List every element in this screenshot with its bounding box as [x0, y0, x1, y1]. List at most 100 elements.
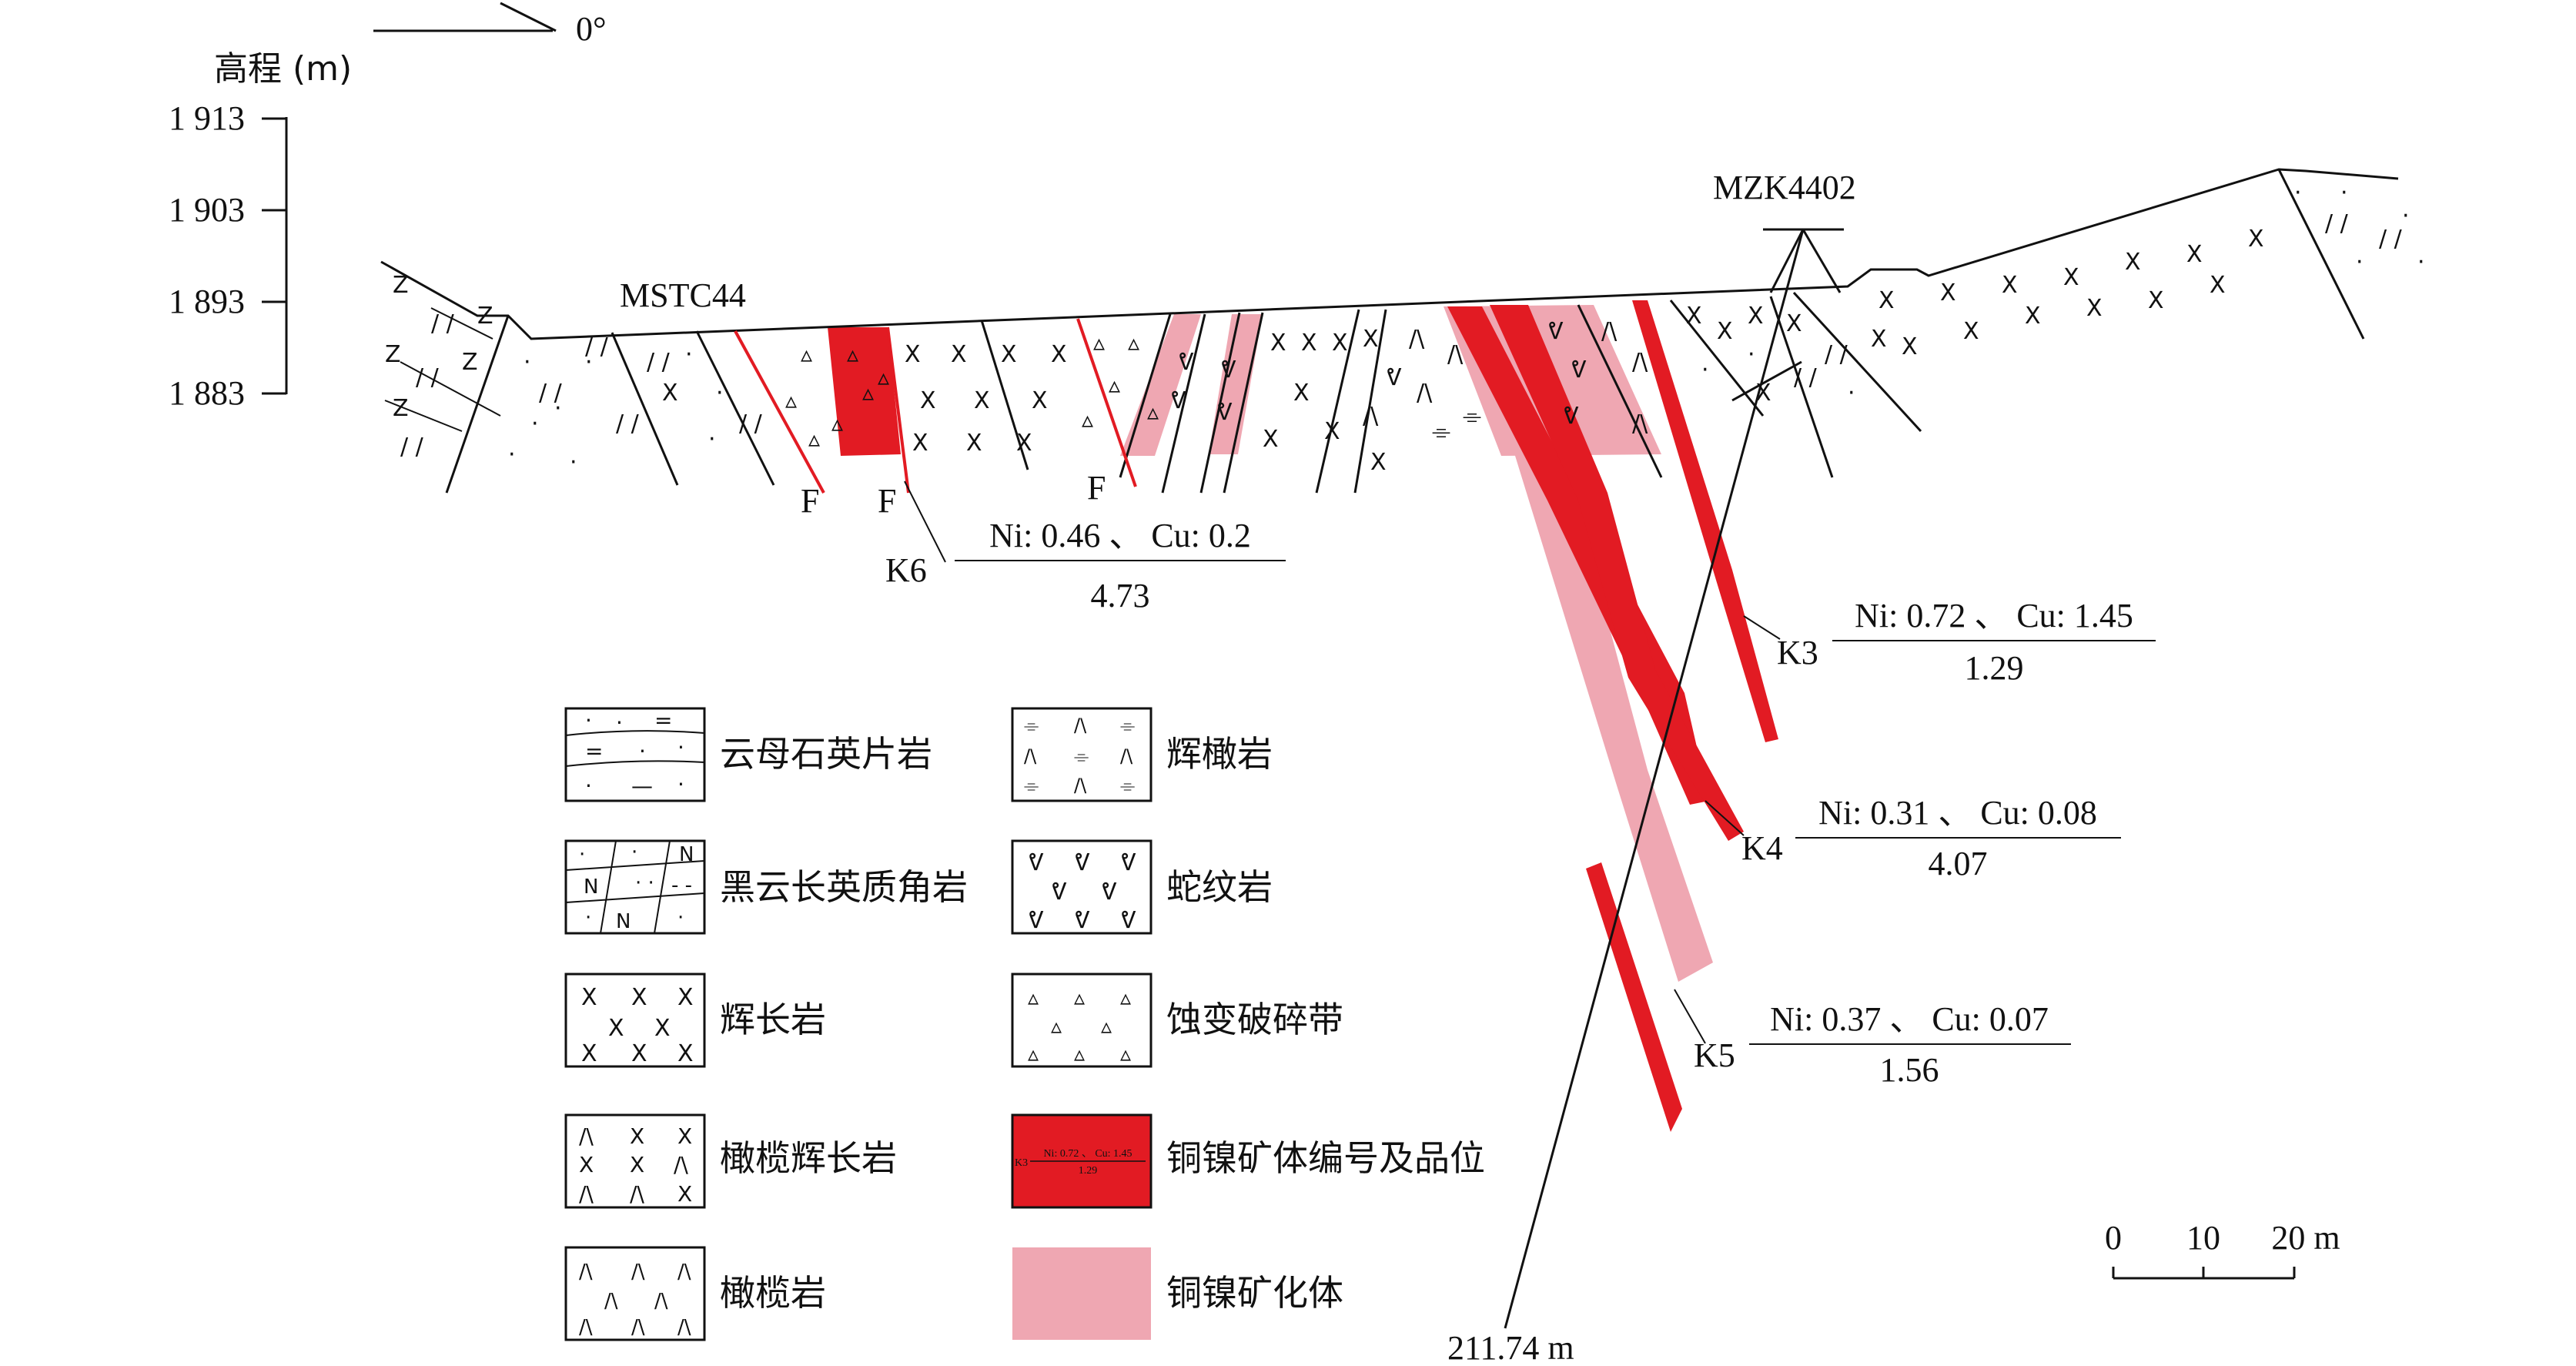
- svg-text:/\: /\: [1632, 349, 1648, 376]
- svg-text:·: ·: [585, 773, 592, 799]
- north-arrow: 0°: [373, 2, 607, 48]
- svg-text:ᕓ: ᕓ: [1386, 364, 1402, 391]
- svg-text:/\: /\: [579, 1181, 594, 1207]
- scale-bar: 0 10 20 m: [2105, 1219, 2340, 1280]
- svg-text:/\: /\: [1632, 410, 1648, 437]
- legend-item-dunite: ⌯/\⌯/\⌯/\⌯/\⌯ 辉橄岩: [1011, 707, 1273, 802]
- orebody-grade: Ni: 0.46 、 Cu: 0.2: [989, 517, 1251, 554]
- orebody-thickness: 1.56: [1880, 1051, 1939, 1089]
- legend-label: 云母石英片岩: [720, 733, 932, 775]
- svg-text:X: X: [912, 430, 928, 457]
- svg-text:⌯: ⌯: [1432, 418, 1450, 445]
- elevation-tick-label: 1 913: [169, 99, 245, 137]
- svg-text:·: ·: [716, 380, 724, 407]
- svg-text:/\: /\: [674, 1152, 688, 1177]
- svg-text:=: =: [654, 708, 672, 733]
- legend-item-mica-quartz-schist: ··==···—· 云母石英片岩: [564, 707, 932, 802]
- svg-text:/\: /\: [579, 1123, 594, 1149]
- legend-label: 橄榄岩: [720, 1272, 826, 1314]
- svg-text:▵: ▵: [1028, 985, 1039, 1010]
- svg-text:X: X: [1032, 387, 1048, 414]
- legend-label: 黑云长英质角岩: [720, 866, 968, 908]
- fault-label: F: [878, 482, 896, 520]
- svg-text:X: X: [2148, 287, 2164, 314]
- orebody-k5: [1586, 862, 1682, 1132]
- svg-text:X: X: [2063, 264, 2079, 291]
- north-label: 0°: [576, 10, 607, 48]
- section-end-boundary: [2277, 169, 2365, 340]
- orebody-id: K3: [1777, 634, 1818, 671]
- svg-text:▵: ▵: [1128, 330, 1139, 357]
- legend-label: 蛇纹岩: [1166, 866, 1273, 908]
- svg-text:·: ·: [508, 441, 516, 468]
- svg-text:ᕓ: ᕓ: [1178, 349, 1194, 376]
- legend-label: 橄榄辉长岩: [720, 1137, 897, 1179]
- fault-label: F: [801, 482, 819, 520]
- svg-text:·: ·: [1701, 357, 1709, 383]
- svg-text:ᕓ: ᕓ: [1028, 849, 1044, 876]
- svg-text:/ /: / /: [616, 410, 640, 437]
- svg-text:X: X: [677, 1123, 692, 1149]
- svg-text:/ /: / /: [1825, 341, 1848, 368]
- svg-text:X: X: [631, 1040, 647, 1067]
- svg-text:·: ·: [2417, 249, 2425, 276]
- svg-text:▵: ▵: [1120, 985, 1131, 1010]
- trench-label: MSTC44: [620, 276, 746, 314]
- legend-swatch: [1012, 1247, 1151, 1340]
- svg-text:⌯: ⌯: [1024, 715, 1039, 736]
- mineralized-body: [1209, 314, 1263, 454]
- svg-text:/ /: / /: [2325, 210, 2349, 237]
- mineralized-body: [1120, 314, 1201, 456]
- svg-text:▵: ▵: [801, 341, 812, 368]
- svg-text:N: N: [679, 843, 694, 866]
- orebody-id: K4: [1741, 829, 1783, 867]
- elevation-tick-label: 1 903: [169, 191, 245, 229]
- fault-label: F: [1087, 469, 1106, 507]
- svg-text:·: ·: [2356, 249, 2364, 276]
- svg-text:/ /: / /: [539, 380, 563, 407]
- legend: ··==···—· 云母石英片岩 ··NN· ·- -·N· 黑云长英质角岩 X…: [564, 707, 1485, 1341]
- legend-label: 蚀变破碎带: [1166, 999, 1343, 1040]
- svg-text:ᕓ: ᕓ: [1216, 399, 1233, 426]
- svg-text:X: X: [630, 1123, 644, 1149]
- svg-text:ᕓ: ᕓ: [1220, 357, 1236, 383]
- elevation-title: 高程 (m): [214, 49, 352, 89]
- svg-text:▵: ▵: [1109, 372, 1120, 399]
- svg-text:X: X: [1717, 318, 1733, 345]
- svg-text:/\: /\: [579, 1316, 593, 1339]
- svg-text:▵: ▵: [1074, 985, 1085, 1010]
- legend-sample-id: K3: [1015, 1157, 1028, 1169]
- svg-text:▵: ▵: [1101, 1013, 1112, 1039]
- faults: F F F: [734, 318, 1137, 520]
- svg-text:X: X: [1016, 430, 1032, 457]
- drill-hole: MZK4402 211.74 m: [1447, 169, 1856, 1366]
- leader-line: [1705, 800, 1745, 836]
- svg-text:X: X: [1871, 326, 1887, 353]
- svg-text:X: X: [581, 984, 597, 1011]
- svg-text:X: X: [1324, 418, 1340, 445]
- svg-text:▵: ▵: [831, 410, 843, 437]
- lithologic-boundaries: [384, 291, 1922, 494]
- svg-text:X: X: [654, 1015, 671, 1042]
- svg-text:Z: Z: [477, 303, 493, 330]
- svg-text:/ /: / /: [431, 310, 455, 337]
- svg-text:X: X: [1786, 310, 1802, 337]
- svg-text:X: X: [1755, 380, 1771, 407]
- svg-text:X: X: [920, 387, 936, 414]
- legend-sample-grade: Ni: 0.72 、 Cu: 1.45: [1043, 1148, 1132, 1160]
- svg-text:ᕓ: ᕓ: [1074, 907, 1090, 934]
- fault-line: [886, 326, 910, 494]
- svg-text:X: X: [2125, 249, 2141, 276]
- fault-line: [734, 330, 825, 494]
- legend-sample-thickness: 1.29: [1079, 1165, 1098, 1177]
- svg-text:·: ·: [708, 426, 716, 453]
- svg-text:▵: ▵: [1074, 1041, 1085, 1066]
- svg-text:X: X: [581, 1040, 597, 1067]
- svg-text:▵: ▵: [1051, 1013, 1062, 1039]
- svg-text:·: ·: [585, 349, 593, 376]
- svg-text:X: X: [1270, 330, 1286, 357]
- legend-item-mineralized-body: 铜镍矿化体: [1012, 1247, 1343, 1340]
